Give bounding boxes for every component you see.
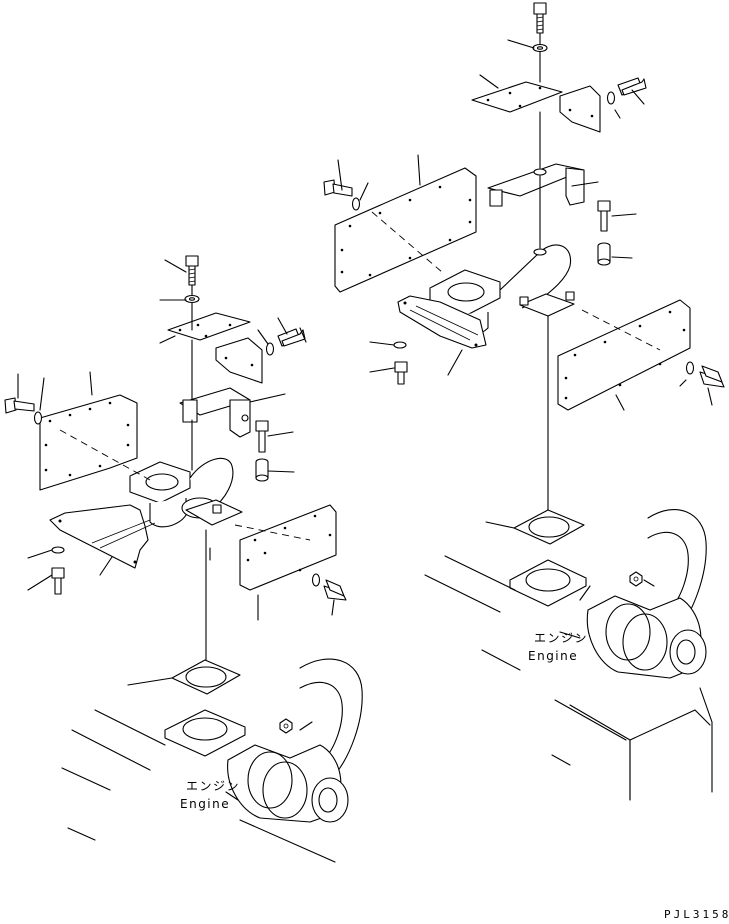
left-assembly: エンジン Engine	[4, 255, 363, 863]
right-right-bolt	[699, 365, 725, 388]
right-nut	[629, 571, 643, 587]
right-turbocharger	[586, 509, 707, 679]
right-engine-label-en: Engine	[528, 649, 578, 663]
right-engine-block	[424, 555, 713, 801]
left-bracket	[179, 387, 251, 438]
left-large-cover	[39, 394, 138, 491]
left-right-cover	[239, 504, 337, 591]
left-small-cover	[167, 312, 263, 384]
right-large-cover	[334, 167, 477, 293]
left-spacer	[255, 458, 269, 482]
left-exhaust-elbow	[129, 457, 243, 528]
right-bracket-bolt	[597, 200, 611, 232]
right-gasket	[513, 509, 585, 545]
left-gasket	[171, 659, 241, 695]
right-turbo-flange	[509, 559, 587, 607]
right-top-bolt	[533, 2, 547, 34]
left-side-bolt-2	[4, 397, 35, 414]
right-spacer	[597, 242, 611, 266]
right-base-plate	[397, 295, 487, 349]
right-side-bolt-2	[323, 179, 353, 197]
left-engine-label-jp: エンジン	[186, 779, 240, 793]
left-bracket-bolt	[255, 420, 269, 453]
right-side-bolt-1	[617, 77, 647, 96]
right-assembly: エンジン Engine	[323, 2, 725, 801]
right-base-bolt	[394, 361, 408, 385]
left-base-bolt	[51, 567, 65, 595]
right-small-cover	[471, 81, 601, 133]
right-exhaust-elbow	[429, 244, 575, 336]
right-bracket	[487, 163, 585, 207]
right-right-cover	[557, 299, 691, 411]
left-base-plate	[49, 504, 156, 569]
left-top-bolt	[185, 255, 199, 286]
left-turbo-flange	[164, 709, 246, 757]
left-engine-label-en: Engine	[180, 797, 230, 811]
left-right-bolt	[323, 579, 347, 601]
left-turbocharger	[227, 658, 363, 823]
right-engine-label-jp: エンジン	[534, 631, 588, 645]
left-nut	[279, 718, 293, 734]
drawing-code: PJL3158	[664, 908, 729, 921]
left-side-bolt-1	[277, 328, 306, 347]
